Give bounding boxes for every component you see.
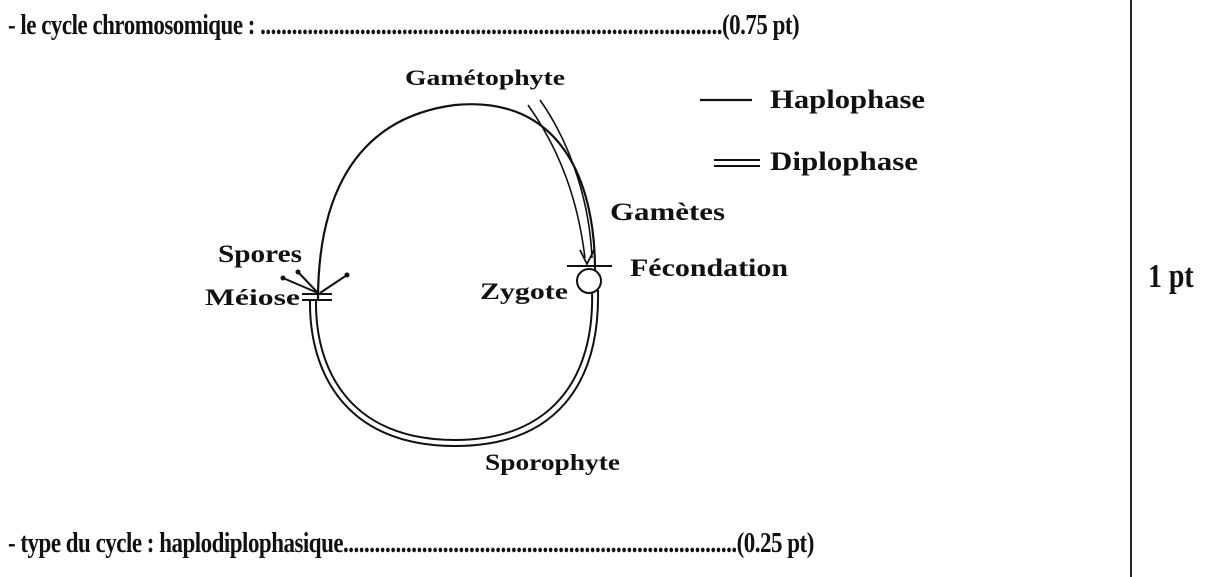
legend-diplophase-line bbox=[714, 159, 760, 167]
label-spores: Spores bbox=[218, 241, 302, 268]
question-line-chromosomal-cycle: - le cycle chromosomique : .............… bbox=[8, 10, 800, 41]
label-meiose: Méiose bbox=[205, 285, 300, 310]
label-fecondation: Fécondation bbox=[630, 255, 788, 282]
haplophase-arc bbox=[316, 103, 597, 301]
question-line-cycle-type: - type du cycle : haplodiplophasique....… bbox=[8, 528, 814, 559]
label-sporophyte: Sporophyte bbox=[485, 450, 620, 475]
zygote-circle bbox=[576, 268, 602, 294]
score-label: 1 pt bbox=[1148, 258, 1194, 295]
life-cycle-diagram: Gamétophyte Gamètes Fécondation Zygote S… bbox=[205, 65, 925, 475]
legend-diplophase-label: Diplophase bbox=[770, 147, 918, 176]
column-divider bbox=[1130, 0, 1132, 577]
gametes-arrows bbox=[527, 99, 595, 267]
label-zygote: Zygote bbox=[480, 279, 568, 304]
label-gametophyte: Gamétophyte bbox=[405, 65, 565, 90]
meiosis-mark bbox=[302, 293, 332, 301]
label-gametes: Gamètes bbox=[610, 199, 725, 226]
diplophase-arc bbox=[308, 289, 600, 448]
spores-mark bbox=[280, 269, 350, 294]
legend-haplophase-label: Haplophase bbox=[770, 85, 925, 114]
